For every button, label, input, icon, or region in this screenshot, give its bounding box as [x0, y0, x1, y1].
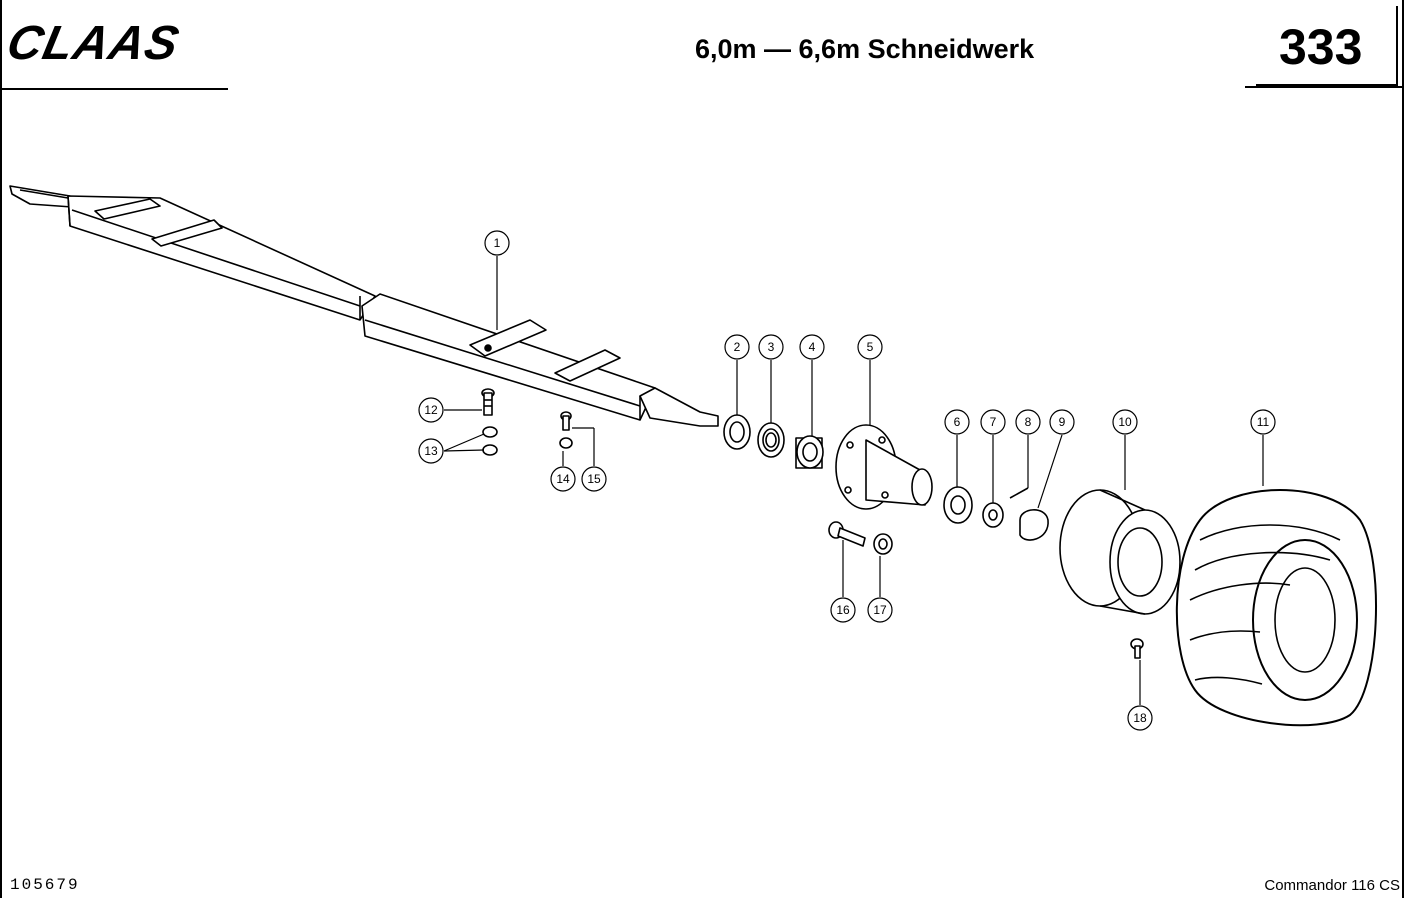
callout-label-4: 4: [809, 340, 816, 354]
callout-1: [484, 230, 510, 256]
callout-label-12: 12: [424, 403, 438, 417]
header-rule-left: [2, 88, 228, 90]
callout-label-6: 6: [954, 415, 961, 429]
wheel-nut-17: [873, 533, 893, 555]
callout-label-8: 8: [1025, 415, 1032, 429]
page-title: 6,0m — 6,6m Schneidwerk: [695, 34, 1035, 64]
document-id: 105679: [10, 876, 80, 894]
rim-10: [1059, 489, 1181, 615]
callout-13: [418, 438, 444, 464]
callout-11: [1250, 409, 1276, 435]
callout-label-5: 5: [867, 340, 874, 354]
wheel-hub-5: [835, 424, 933, 510]
callout-label-3: 3: [768, 340, 775, 354]
callout-label-9: 9: [1059, 415, 1066, 429]
callout-label-7: 7: [990, 415, 997, 429]
callout-label-17: 17: [873, 603, 887, 617]
spindle: [639, 387, 719, 427]
nut-14: [559, 437, 573, 449]
callout-label-1: 1: [494, 236, 501, 250]
callout-label-10: 10: [1118, 415, 1132, 429]
callout-label-11: 11: [1257, 415, 1270, 429]
callout-9: [1049, 409, 1075, 435]
callout-label-14: 14: [556, 472, 570, 486]
bolt-12: [481, 388, 495, 416]
axle-left-stub: [9, 185, 73, 208]
tire-11: [1175, 489, 1377, 727]
callout-10: [1112, 409, 1138, 435]
callout-label-16: 16: [836, 603, 850, 617]
mount-plate-d: [554, 349, 621, 382]
bearing-6: [943, 486, 973, 524]
rim-bolt-18: [1130, 638, 1144, 659]
callout-18: [1127, 705, 1153, 731]
callout-7: [980, 409, 1006, 435]
callout-label-15: 15: [587, 472, 601, 486]
page-number-box: [1256, 6, 1398, 86]
callout-5: [857, 334, 883, 360]
callout-16: [830, 597, 856, 623]
callout-2: [724, 334, 750, 360]
bearing-4: [795, 435, 824, 469]
bolt-15: [560, 411, 572, 431]
callout-12: [418, 397, 444, 423]
seal-2: [723, 414, 751, 450]
cotter-pin-8: [1009, 487, 1029, 499]
callout-3: [758, 334, 784, 360]
page-number: 333: [1279, 19, 1363, 75]
mount-plate-b: [151, 219, 223, 247]
callout-8: [1015, 409, 1041, 435]
callout-4: [799, 334, 825, 360]
nut-13b: [482, 444, 498, 456]
wheel-bolt-16: [828, 521, 866, 547]
axle-beam-section-1: [67, 195, 376, 321]
header-rule-right: [1245, 86, 1403, 88]
callout-17: [867, 597, 893, 623]
callout-14: [550, 466, 576, 492]
hub-cap-9: [1019, 509, 1049, 541]
nut-13a: [482, 426, 498, 438]
callout-label-2: 2: [734, 340, 741, 354]
castle-nut-7: [982, 502, 1004, 528]
model-name: Commandor 116 CS: [1264, 877, 1400, 894]
bearing-race-3: [757, 422, 785, 458]
callout-15: [581, 466, 607, 492]
mount-plate-a: [94, 198, 161, 220]
callout-6: [944, 409, 970, 435]
callout-label-18: 18: [1133, 711, 1147, 725]
leader-lines: [443, 256, 1264, 705]
callout-label-13: 13: [424, 444, 438, 458]
